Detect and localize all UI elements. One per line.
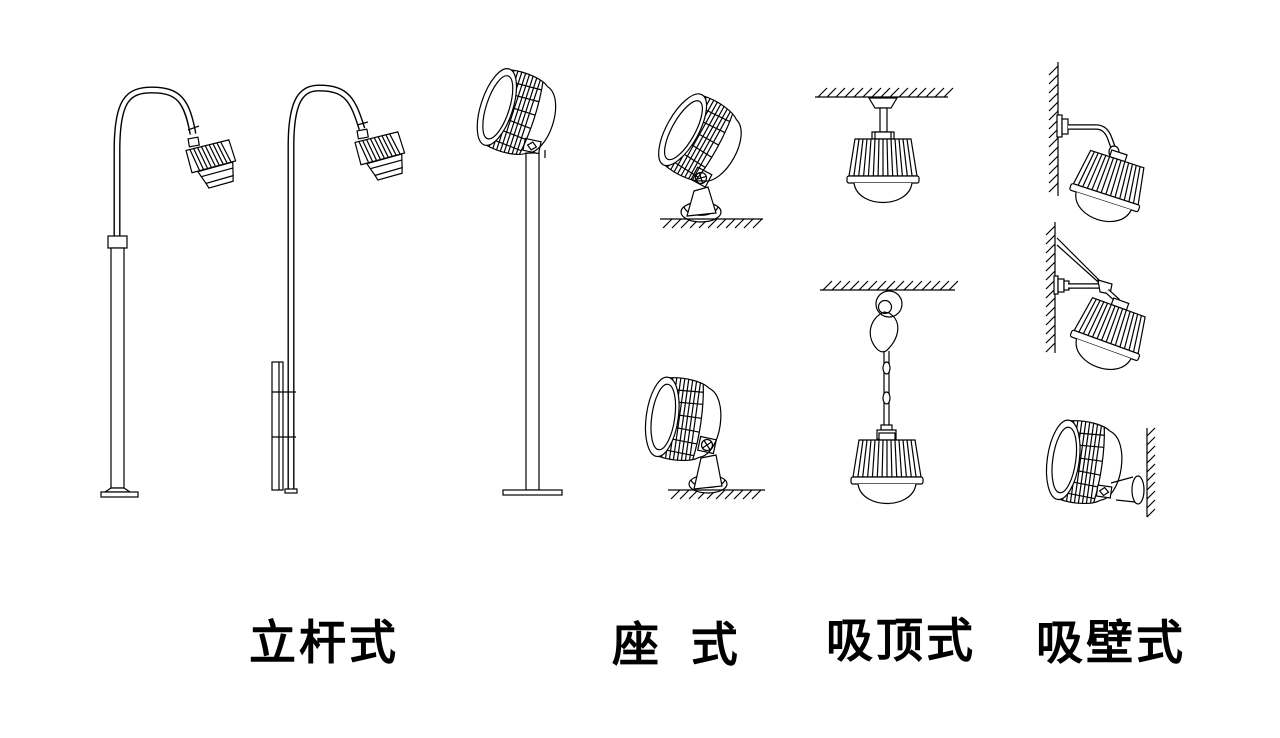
pedestal-spotlight-low	[640, 372, 765, 500]
ceiling-stem-drum-lamp	[815, 87, 954, 204]
label-pole-mounted: 立杆式	[249, 618, 399, 670]
label-base-mounted: 座 式	[612, 620, 741, 672]
wall-direct-spotlight	[1041, 415, 1156, 518]
straight-pole-spotlight	[468, 61, 566, 496]
label-ceiling-mounted: 吸顶式	[826, 616, 976, 668]
ceiling-chain-pendant-lamp	[820, 280, 959, 505]
wall-braced-arm-lamp	[1045, 222, 1156, 380]
gooseneck-pole-lamp-front	[100, 86, 241, 498]
label-wall-mounted: 吸壁式	[1036, 618, 1186, 670]
gooseneck-pole-lamp-side	[271, 84, 410, 494]
wall-arm-lamp	[1048, 62, 1155, 232]
pedestal-spotlight-tilted	[647, 85, 763, 229]
